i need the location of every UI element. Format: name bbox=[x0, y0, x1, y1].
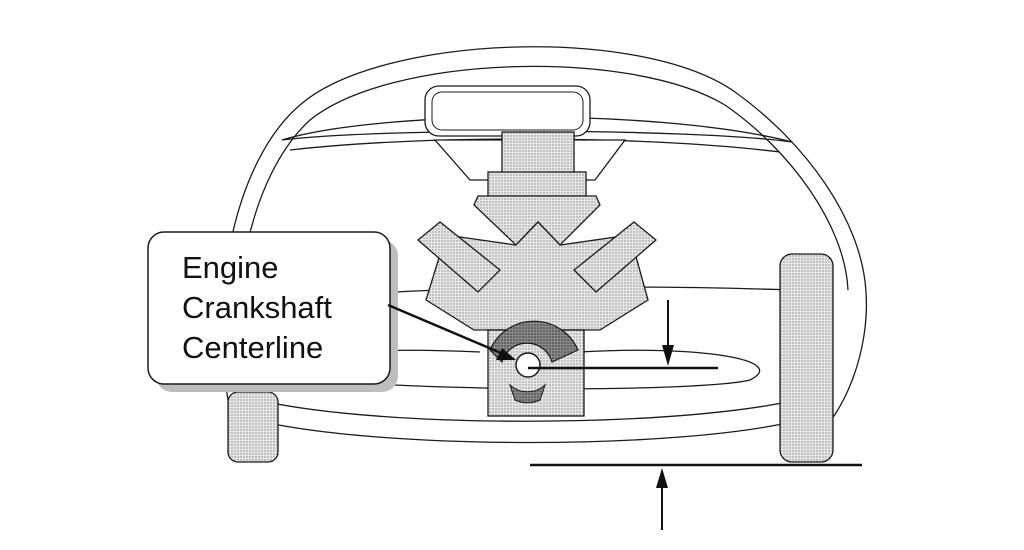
callout-line-engine: Engine bbox=[182, 250, 279, 285]
right-wheel bbox=[779, 253, 834, 463]
callout-label: Engine Crankshaft Centerline bbox=[182, 248, 332, 368]
callout-line-centerline: Centerline bbox=[182, 330, 324, 365]
brake-light-bar bbox=[424, 85, 591, 137]
bumper bbox=[239, 394, 816, 422]
crank-counterweight bbox=[489, 320, 579, 364]
pointer-arrowhead-icon bbox=[496, 348, 516, 360]
callout-line-crankshaft: Crankshaft bbox=[182, 290, 332, 325]
up-arrowhead-icon bbox=[656, 468, 668, 488]
rear-spoiler bbox=[281, 116, 793, 143]
down-arrowhead-icon bbox=[662, 345, 674, 366]
callout-pointer bbox=[387, 303, 509, 358]
car-body-outline bbox=[221, 46, 868, 441]
crankshaft-center bbox=[515, 352, 541, 378]
callout-box bbox=[147, 231, 391, 385]
left-wheel bbox=[227, 391, 279, 463]
